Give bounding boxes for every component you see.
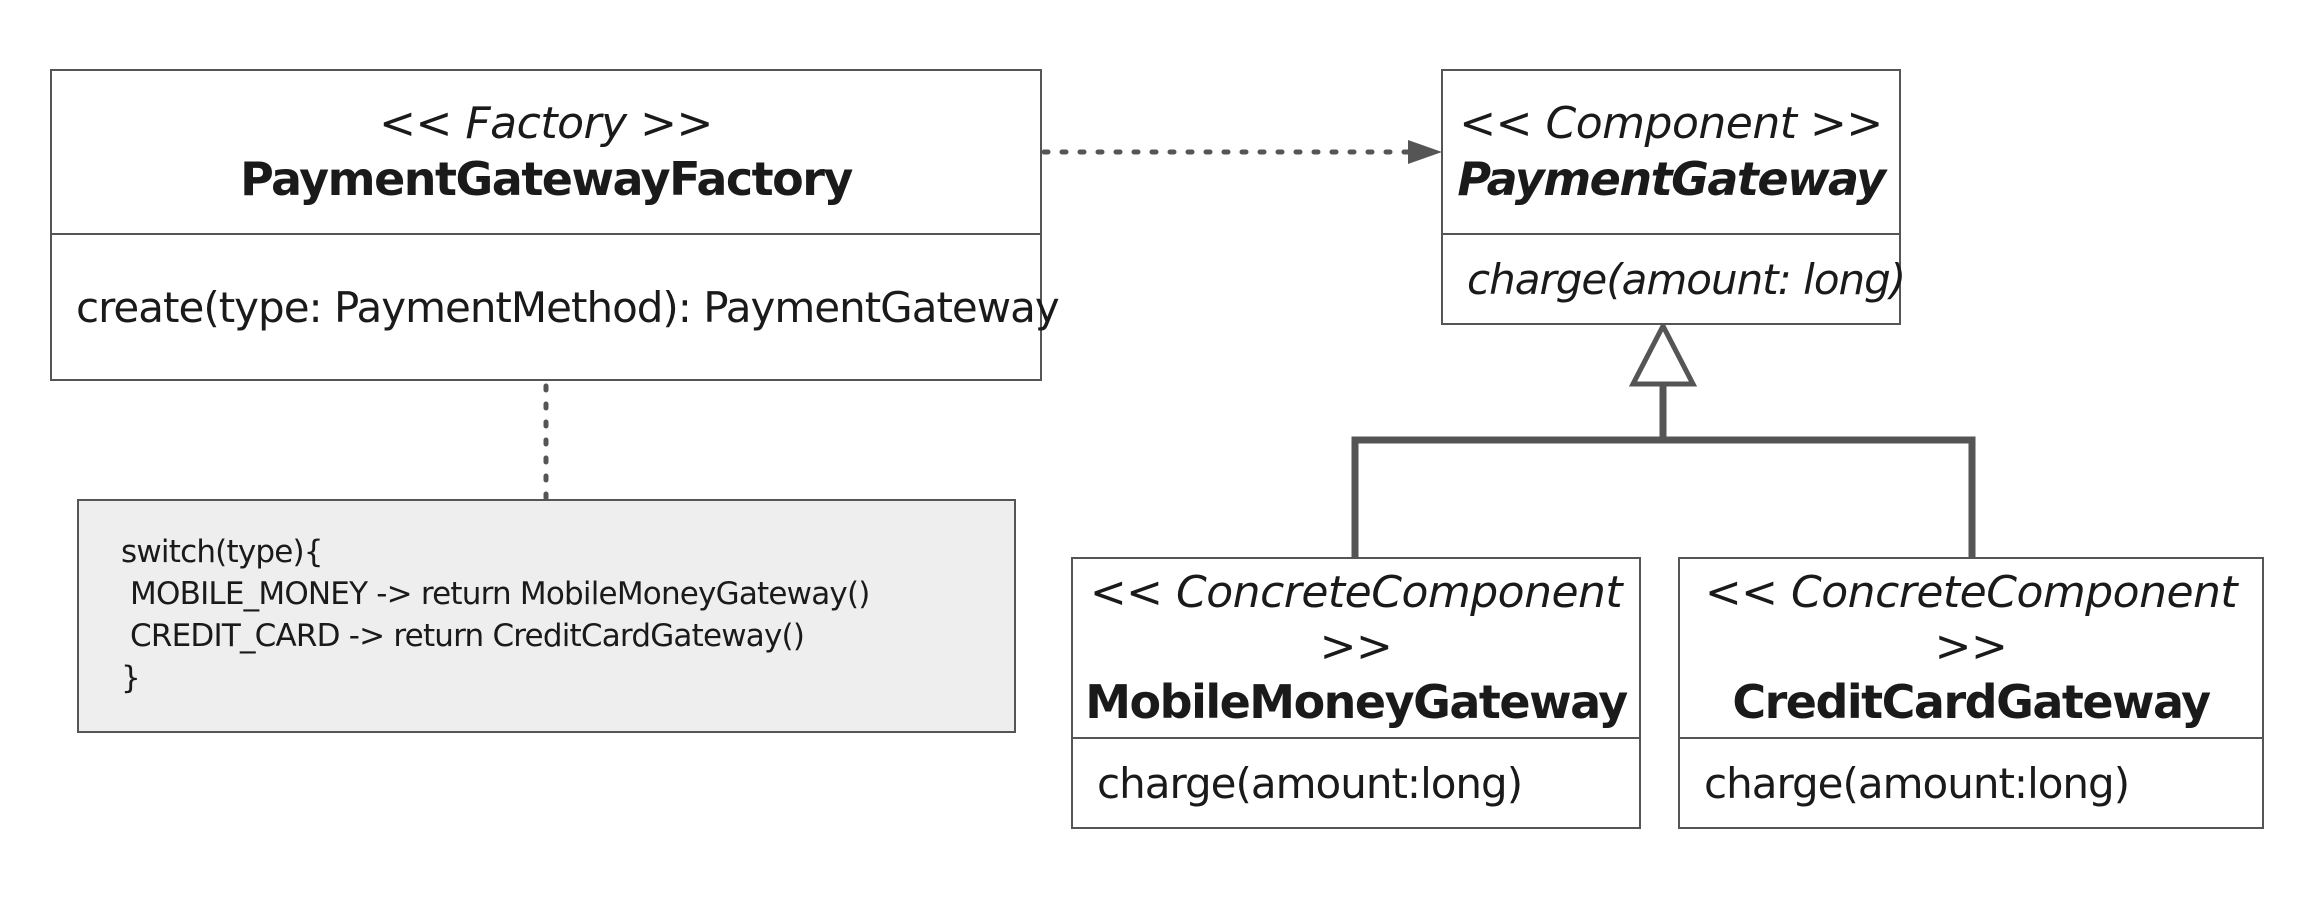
factory-class-name: PaymentGatewayFactory xyxy=(240,152,853,206)
credit-card-class-name: CreditCardGateway xyxy=(1732,675,2211,729)
mobile-money-stereotype: << ConcreteComponent >> xyxy=(1089,567,1623,672)
dependency-arrowhead xyxy=(1408,140,1442,164)
factory-stereotype: << Factory >> xyxy=(379,98,713,149)
mobile-money-class-box[interactable]: << ConcreteComponent >> MobileMoneyGatew… xyxy=(1071,557,1641,829)
factory-class-header: << Factory >> PaymentGatewayFactory xyxy=(52,71,1040,235)
component-operation: charge(amount: long) xyxy=(1467,254,1906,304)
note-line: } xyxy=(121,660,141,696)
note-line: CREDIT_CARD -> return CreditCardGateway(… xyxy=(121,618,805,654)
credit-card-stereotype: << ConcreteComponent >> xyxy=(1704,567,2238,672)
factory-operation: create(type: PaymentMethod): PaymentGate… xyxy=(76,282,1060,332)
credit-card-class-box[interactable]: << ConcreteComponent >> CreditCardGatewa… xyxy=(1678,557,2264,829)
credit-card-class-header: << ConcreteComponent >> CreditCardGatewa… xyxy=(1680,559,2262,739)
generalization-triangle xyxy=(1628,320,1698,387)
credit-card-operation: charge(amount:long) xyxy=(1704,758,2130,808)
note-line: switch(type){ xyxy=(121,534,324,570)
factory-class-box[interactable]: << Factory >> PaymentGatewayFactory crea… xyxy=(50,69,1060,381)
component-class-box[interactable]: << Component >> PaymentGateway charge(am… xyxy=(1441,69,1906,325)
component-class-name: PaymentGateway xyxy=(1457,152,1886,206)
mobile-money-operation: charge(amount:long) xyxy=(1097,758,1523,808)
generalization-connector xyxy=(1351,384,1976,557)
mobile-money-class-name: MobileMoneyGateway xyxy=(1085,675,1628,729)
component-class-header: << Component >> PaymentGateway xyxy=(1443,71,1899,235)
factory-note: switch(type){ MOBILE_MONEY -> return Mob… xyxy=(77,499,1016,733)
mobile-money-class-header: << ConcreteComponent >> MobileMoneyGatew… xyxy=(1073,559,1639,739)
note-line: MOBILE_MONEY -> return MobileMoneyGatewa… xyxy=(121,576,870,612)
component-stereotype: << Component >> xyxy=(1459,98,1883,149)
